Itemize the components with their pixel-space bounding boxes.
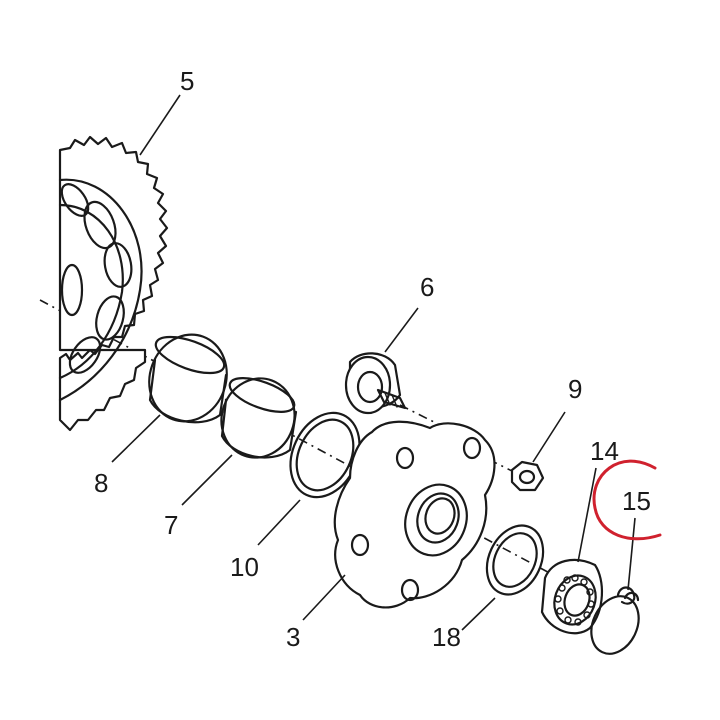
hub-flange-3 [302, 420, 496, 621]
snap-ring-15 [590, 517, 640, 655]
label-part-8: 8 [94, 468, 108, 498]
label-part-6: 6 [420, 272, 434, 302]
label-part-3: 3 [286, 622, 300, 652]
label-part-7: 7 [164, 510, 178, 540]
label-part-9: 9 [568, 374, 582, 404]
lock-nut-14 [540, 467, 604, 635]
spacer-bushing-7 [181, 377, 298, 506]
lock-teeth [554, 574, 595, 626]
sprocket [58, 94, 181, 432]
label-part-5: 5 [180, 66, 194, 96]
bearing-6 [344, 307, 419, 415]
label-part-18: 18 [432, 622, 461, 652]
spacer-bushing-8 [111, 333, 228, 463]
label-part-10: 10 [230, 552, 259, 582]
label-part-15: 15 [622, 486, 651, 516]
label-part-14: 14 [590, 436, 619, 466]
highlight-circle [592, 459, 662, 541]
washer-18 [461, 524, 545, 631]
nut-9 [510, 411, 566, 492]
